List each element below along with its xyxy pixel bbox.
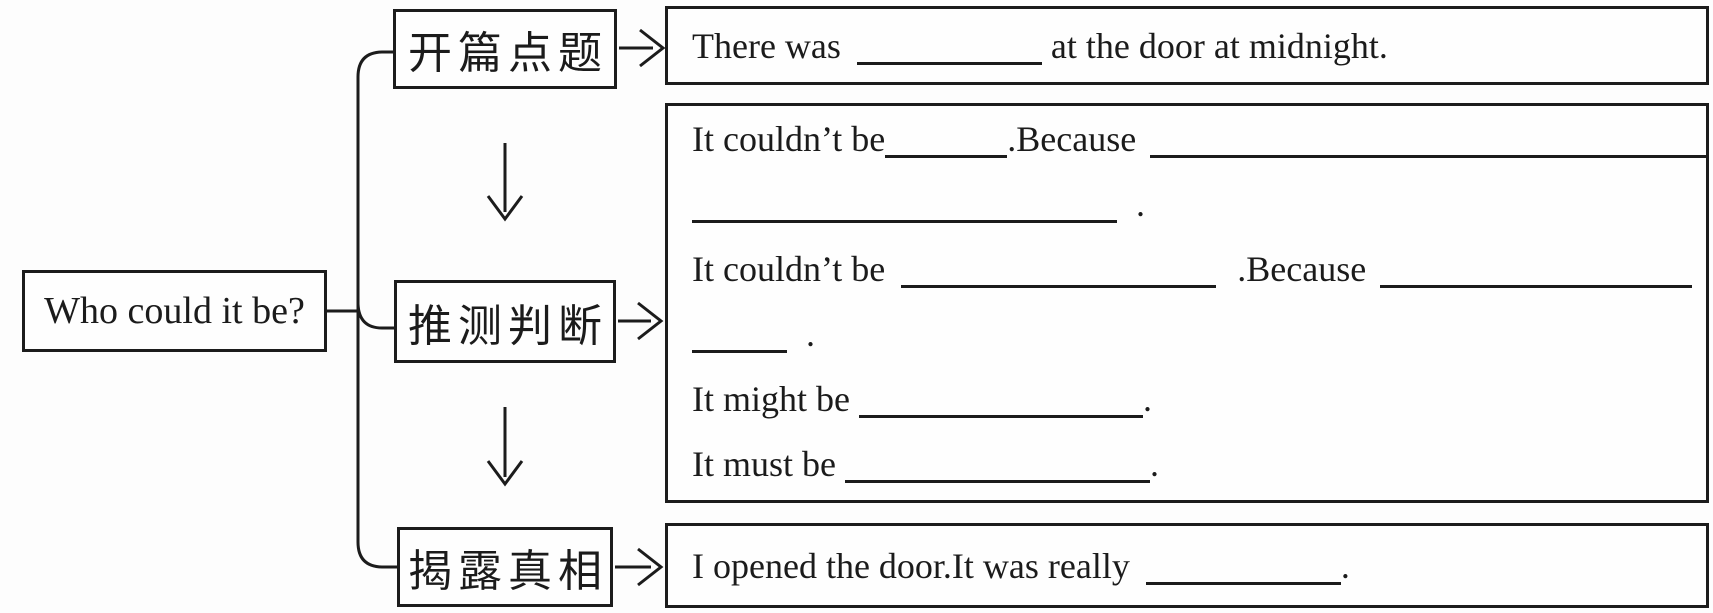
guessing-panel: It couldn’t be .Because . It couldn’t be… [665, 103, 1709, 503]
blank-line [901, 257, 1217, 288]
text-segment: It couldn’t be [692, 119, 886, 159]
stage-label-guessing: 推测判断 [408, 301, 608, 351]
text-segment: . [1142, 379, 1152, 419]
guess-line-5: It might be . [692, 378, 1706, 443]
text-segment: It couldn’t be [692, 249, 886, 289]
right-arrow-1-icon [619, 28, 666, 68]
guess-line-3: It couldn’t be .Because [692, 248, 1706, 313]
stage-box-guessing: 推测判断 [394, 280, 616, 363]
blank-line [692, 192, 1117, 223]
blank-line [1145, 554, 1341, 585]
revealing-panel: I opened the door.It was really . [665, 523, 1709, 608]
text-segment: .Because [1007, 119, 1137, 159]
blank-line [858, 387, 1143, 418]
text-segment: I opened the door.It was really [692, 545, 1130, 586]
guess-line-6: It must be . [692, 443, 1706, 508]
stage-box-opening: 开篇点题 [393, 9, 617, 89]
right-arrow-2-icon [618, 301, 664, 341]
guess-line-1: It couldn’t be .Because [692, 118, 1706, 183]
connector-trunk-top [356, 50, 393, 311]
blank-line [1150, 127, 1706, 158]
stage-label-opening: 开篇点题 [408, 29, 608, 78]
text-segment: There was [692, 25, 841, 66]
blank-line [844, 452, 1150, 483]
down-arrow-2-icon [486, 407, 524, 487]
blank-line [692, 322, 787, 353]
question-label: Who could it be? [44, 290, 305, 332]
blank-line [856, 34, 1042, 65]
blank-line [1380, 257, 1693, 288]
text-segment: It must be [692, 444, 845, 484]
right-arrow-3-icon [615, 547, 664, 587]
reveal-sentence: I opened the door.It was really . [692, 545, 1706, 587]
question-box: Who could it be? [22, 270, 327, 352]
guess-line-2: . [692, 183, 1706, 248]
connector-branch-middle [356, 303, 394, 330]
text-segment: It might be [692, 379, 859, 419]
stage-label-revealing: 揭露真相 [408, 547, 608, 596]
down-arrow-1-icon [486, 143, 524, 222]
text-segment: . [1340, 545, 1350, 586]
connector-trunk-bottom [356, 311, 397, 569]
text-segment: . [1149, 444, 1159, 484]
guess-line-4: . [692, 313, 1706, 378]
opening-panel: There was at the door at midnight. [665, 6, 1709, 85]
text-segment: .Because [1228, 249, 1367, 289]
text-segment: . [797, 314, 815, 354]
text-segment: at the door at midnight. [1041, 25, 1388, 66]
stage-box-revealing: 揭露真相 [397, 527, 613, 607]
opening-sentence: There was at the door at midnight. [692, 25, 1706, 67]
text-segment: . [1127, 184, 1145, 224]
blank-line [885, 127, 1008, 158]
